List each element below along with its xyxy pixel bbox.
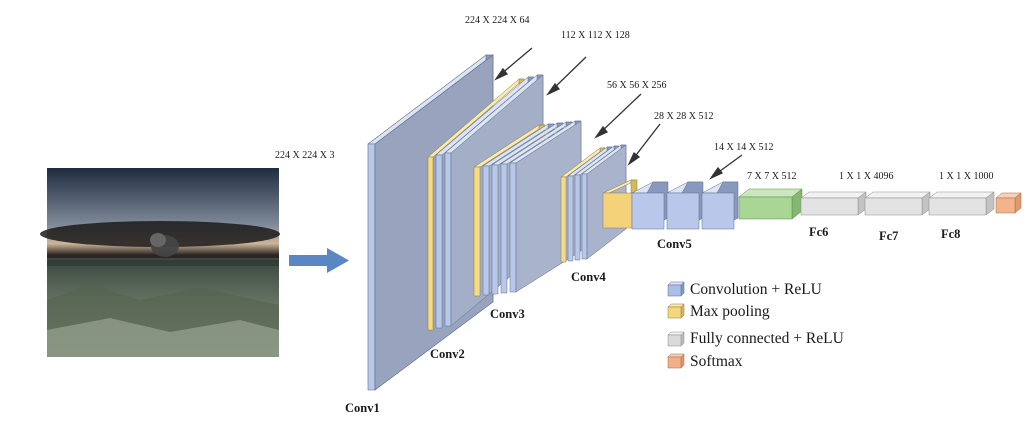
conv2-label: Conv2	[430, 347, 465, 361]
fc6-label: Fc6	[809, 225, 828, 239]
fully-connected-swatch	[667, 334, 682, 347]
fc7-dimension-label: 1 X 1 X 1000	[939, 171, 993, 182]
legend-label-softmax: Softmax	[690, 353, 743, 370]
legend-item-convolution: Convolution + ReLU	[667, 281, 822, 298]
softmax-swatch	[667, 356, 682, 369]
conv5-label: Conv5	[657, 237, 692, 251]
fc-output-block	[928, 191, 995, 216]
conv1-label: Conv1	[345, 401, 380, 415]
legend-label-max-pooling: Max pooling	[690, 303, 770, 320]
conv2-dimension-label: 112 X 112 X 128	[561, 30, 630, 41]
conv5-block	[631, 181, 739, 230]
fc7-block	[800, 191, 867, 216]
legend: Convolution + ReLU Max pooling Fully con…	[667, 281, 844, 370]
fc6-block	[738, 188, 803, 220]
pool5-dimension-label: 7 X 7 X 512	[747, 171, 796, 182]
convolution-swatch	[667, 284, 682, 297]
softmax-block	[995, 192, 1022, 214]
input-image	[40, 168, 280, 357]
legend-label-fully-connected: Fully connected + ReLU	[690, 330, 844, 347]
input-dimension-label: 224 X 224 X 3	[275, 150, 334, 161]
legend-label-convolution: Convolution + ReLU	[690, 281, 822, 298]
max-pooling-swatch	[667, 306, 682, 319]
fc8-block	[864, 191, 931, 216]
conv4-label: Conv4	[571, 270, 606, 284]
fc8-label: Fc8	[941, 227, 960, 241]
fc7-label: Fc7	[879, 229, 898, 243]
dimension-pointer-arrows	[494, 47, 743, 180]
legend-item-softmax: Softmax	[667, 353, 743, 370]
fc6-dimension-label: 1 X 1 X 4096	[839, 171, 893, 182]
conv5-dimension-label: 14 X 14 X 512	[714, 142, 773, 153]
conv4-dimension-label: 28 X 28 X 512	[654, 111, 713, 122]
input-arrow	[289, 248, 349, 273]
conv1-dimension-label: 224 X 224 X 64	[465, 15, 529, 26]
legend-item-max-pooling: Max pooling	[667, 303, 770, 320]
conv3-dimension-label: 56 X 56 X 256	[607, 80, 666, 91]
legend-item-fully-connected: Fully connected + ReLU	[667, 330, 844, 347]
conv3-label: Conv3	[490, 307, 525, 321]
